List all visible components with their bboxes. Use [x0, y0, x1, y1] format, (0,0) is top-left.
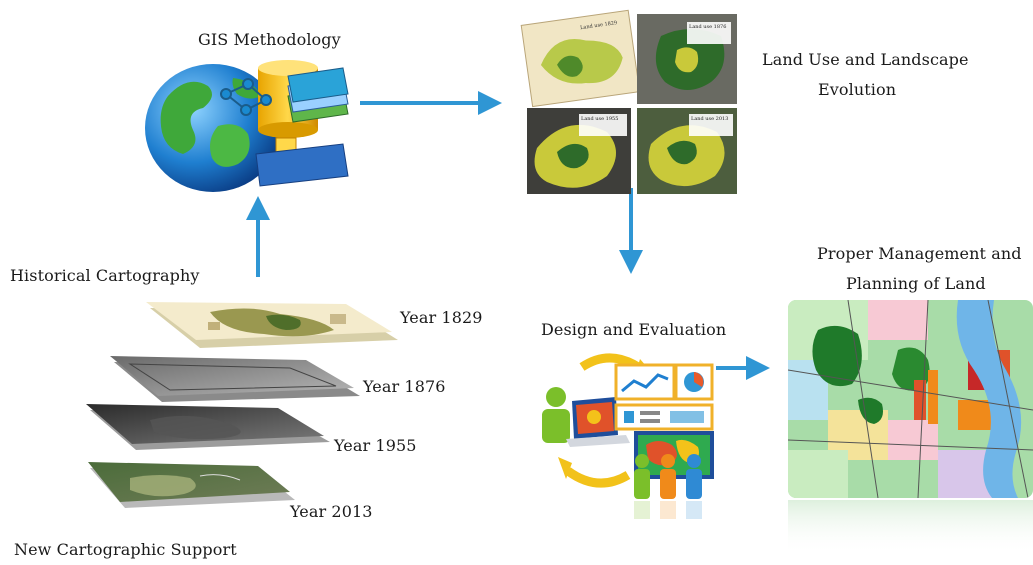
map-layer-2013	[88, 462, 295, 508]
land-planning-map	[788, 300, 1033, 555]
historical-map-stack	[86, 302, 398, 508]
thumbnail-2013: Land use 2013	[637, 108, 737, 194]
thumbnail-1955: Land use 1955	[527, 108, 631, 194]
thumbnail-caption-tl: Land use 1829	[580, 20, 618, 31]
thumbnail-1876: Land use 1876	[637, 14, 737, 104]
gis-methodology-label: GIS Methodology	[198, 30, 341, 49]
design-evaluation-icon	[542, 353, 714, 519]
land-use-label-line1: Land Use and Landscape	[762, 50, 969, 69]
gis-globe-icon	[145, 60, 349, 192]
thumbnail-caption-tr: Land use 1876	[689, 24, 726, 30]
historical-cartography-label: Historical Cartography	[10, 266, 200, 285]
map-layer-1829	[146, 302, 398, 348]
thumbnail-1829: Land use 1829	[520, 9, 641, 108]
map-layer-1876	[110, 356, 360, 402]
new-cartographic-support-label: New Cartographic Support	[14, 540, 237, 559]
thumbnail-caption-br: Land use 2013	[691, 116, 728, 122]
map-layer-1955	[86, 404, 330, 450]
proper-management-label-line2: Planning of Land	[846, 274, 986, 293]
land-use-label-line2: Evolution	[818, 80, 897, 99]
year-label-2013: Year 2013	[290, 502, 373, 521]
year-label-1876: Year 1876	[363, 377, 446, 396]
design-evaluation-label: Design and Evaluation	[541, 320, 727, 339]
year-label-1955: Year 1955	[334, 436, 417, 455]
thumbnail-caption-bl: Land use 1955	[581, 116, 618, 122]
land-use-thumbnails: Land use 1829 Land use 1876 Land use 195…	[519, 9, 741, 210]
year-label-1829: Year 1829	[400, 308, 483, 327]
proper-management-label-line1: Proper Management and	[817, 244, 1022, 263]
